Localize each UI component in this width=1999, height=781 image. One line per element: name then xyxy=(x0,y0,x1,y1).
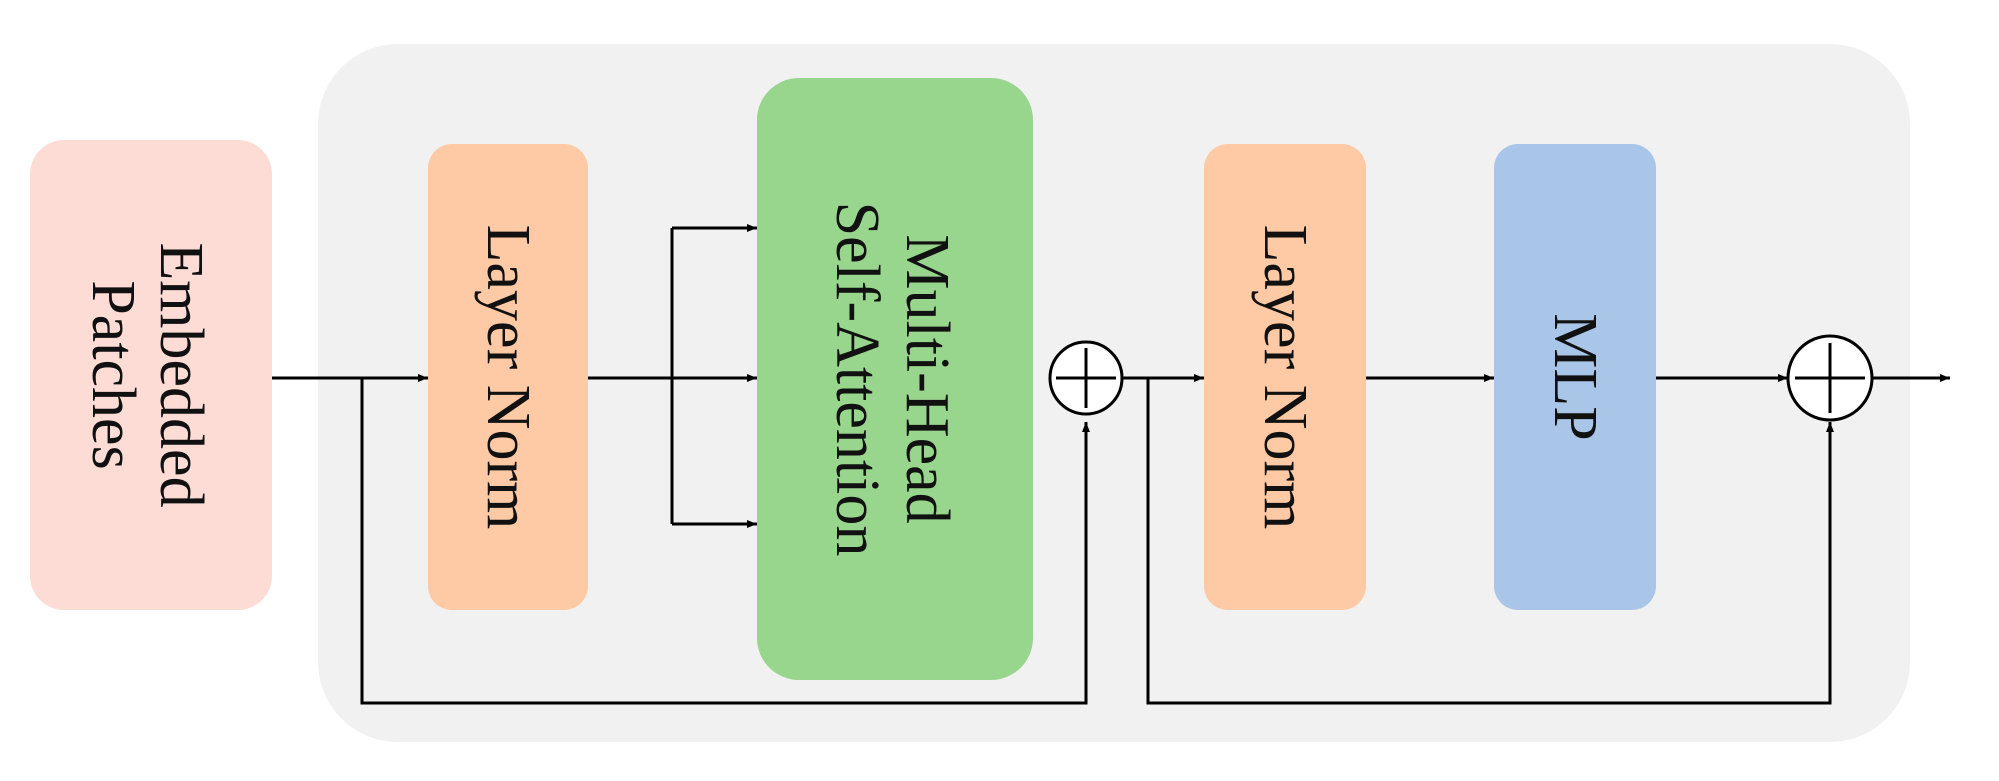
layer-norm-2-box: Layer Norm xyxy=(1204,144,1366,610)
multi-head-attention-label-line2: Self-Attention xyxy=(823,202,891,557)
adder-1 xyxy=(1048,340,1124,416)
adder-2 xyxy=(1786,334,1874,422)
multi-head-attention-box: Multi-Head Self-Attention xyxy=(757,78,1033,680)
embedded-patches-label-line1: Embedded xyxy=(147,242,215,507)
connections xyxy=(272,224,1950,705)
mlp-label: MLP xyxy=(1541,313,1609,440)
multi-head-attention-label-line1: Multi-Head xyxy=(893,234,961,523)
embedded-patches-label-line2: Patches xyxy=(79,280,147,469)
mlp-box: MLP xyxy=(1494,144,1656,610)
residual-connection-1 xyxy=(360,378,1090,705)
layer-norm-2-label: Layer Norm xyxy=(1251,225,1319,530)
residual-connection-2 xyxy=(1146,378,1834,705)
layer-norm-1-box: Layer Norm xyxy=(428,144,588,610)
embedded-patches-box: Embedded Patches xyxy=(30,140,272,610)
layer-norm-1-label: Layer Norm xyxy=(474,225,542,530)
